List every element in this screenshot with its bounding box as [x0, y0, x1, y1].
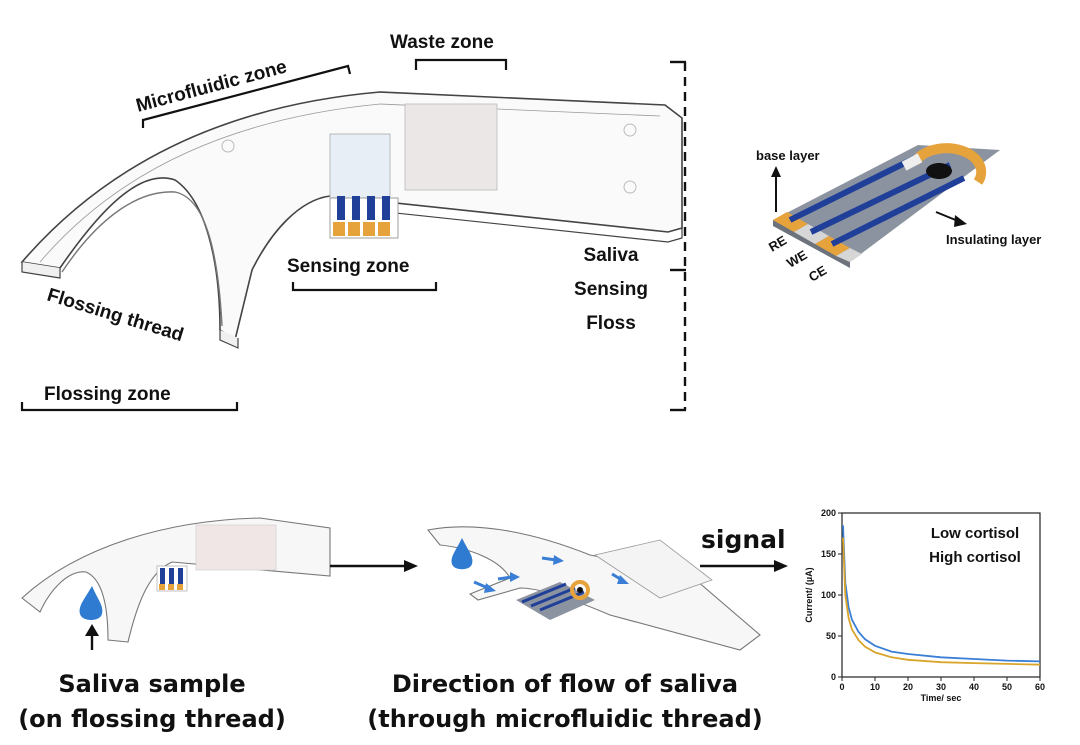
x-tick-label: 10	[870, 682, 880, 692]
arrow-to-flow	[330, 560, 418, 572]
waste-pad	[404, 103, 498, 191]
y-tick-label: 100	[821, 590, 836, 600]
x-tick-label: 50	[1002, 682, 1012, 692]
sensor-chip	[329, 133, 399, 239]
chart-plot-frame	[841, 512, 1041, 678]
y-tick-label: 150	[821, 549, 836, 559]
flossing-zone-label: Flossing zone	[44, 384, 171, 405]
waste-zone-label: Waste zone	[390, 32, 494, 53]
x-tick-label: 30	[936, 682, 946, 692]
x-tick-label: 60	[1035, 682, 1045, 692]
series-line-2	[842, 537, 1041, 666]
svg-text:Saliva sample: Saliva sample	[58, 670, 245, 698]
x-axis-label: Time/ sec	[921, 693, 962, 703]
flossing-thread-line	[61, 191, 223, 327]
svg-text:Floss: Floss	[586, 313, 636, 334]
legend-entry: Low cortisol	[931, 525, 1019, 542]
sensing-zone-label: Sensing zone	[287, 256, 409, 277]
svg-text:(on flossing thread): (on flossing thread)	[18, 705, 286, 733]
x-tick-label: 20	[903, 682, 913, 692]
x-tick-label: 40	[969, 682, 979, 692]
floss-device-illustration	[20, 91, 683, 349]
svg-text:Sensing: Sensing	[574, 279, 648, 300]
sensing-zone-label-group: Sensing zone	[287, 256, 438, 292]
sample-caption: Saliva sample (on flossing thread)	[18, 670, 286, 733]
signal-arrow-group: signal	[700, 525, 788, 572]
signal-label: signal	[701, 525, 786, 554]
flossing-thread-label: Flossing thread	[45, 285, 186, 346]
y-tick-label: 0	[831, 672, 836, 682]
svg-text:Direction of flow of saliva: Direction of flow of saliva	[392, 670, 738, 698]
ce-label: CE	[806, 262, 829, 284]
small-floss-middle	[427, 526, 761, 651]
svg-text:(through microfluidic thread): (through microfluidic thread)	[367, 705, 762, 733]
x-tick-label: 0	[839, 682, 844, 692]
saliva-sensing-floss-label: Saliva Sensing Floss	[574, 245, 648, 334]
saliva-drop-icon	[79, 586, 103, 620]
waste-zone-label-group: Waste zone	[390, 32, 508, 70]
y-tick-label: 50	[826, 631, 836, 641]
y-tick-label: 200	[821, 508, 836, 518]
flossing-zone-label-group: Flossing zone	[20, 384, 239, 412]
re-label: RE	[766, 232, 789, 254]
electrode-inset: base layer Insulating layer RE WE CE	[756, 143, 1041, 285]
insulating-layer-label: Insulating layer	[946, 232, 1041, 247]
we-label: WE	[784, 247, 810, 271]
legend-entry: High cortisol	[929, 549, 1021, 566]
small-floss-left	[21, 517, 331, 650]
saliva-drop-icon-2	[451, 538, 473, 570]
base-layer-label: base layer	[756, 148, 820, 163]
series-line-1	[842, 525, 1041, 663]
svg-text:Saliva: Saliva	[584, 245, 639, 266]
dashed-side-bracket	[670, 60, 687, 412]
direction-caption: Direction of flow of saliva (through mic…	[367, 670, 762, 733]
y-axis-label: Current/ (µA)	[804, 567, 814, 622]
